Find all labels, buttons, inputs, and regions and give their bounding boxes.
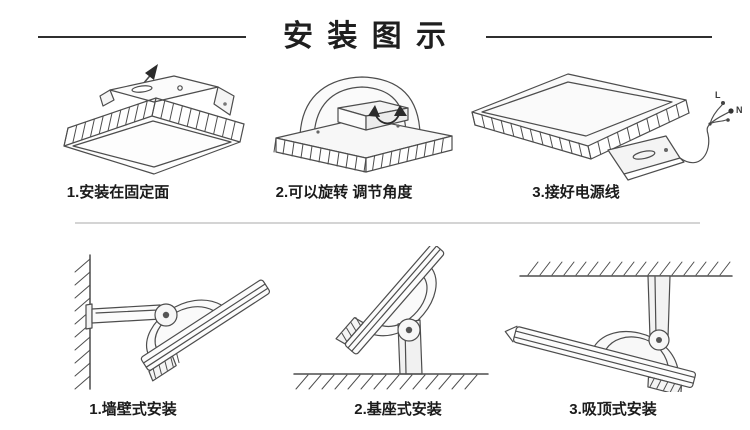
figure-caption: 2.基座式安装 — [354, 401, 442, 418]
figure-connect-power-cord: L N — [460, 60, 745, 182]
lens-face — [344, 246, 445, 355]
section-divider — [75, 222, 700, 224]
heatsink-band — [365, 135, 453, 173]
figure-caption: 3.吸顶式安装 — [569, 401, 657, 418]
figure-caption: 2.可以旋转 调节角度 — [275, 184, 413, 201]
ceiling-post — [647, 275, 671, 339]
ground-hatching — [295, 374, 478, 390]
page-title: 安 装 图 示 — [282, 20, 449, 53]
figure-caption: 1.安装在固定面 — [66, 184, 170, 201]
figure-ceiling-mount — [502, 250, 746, 392]
rotation-arrow-icon — [368, 105, 407, 125]
ceiling-hatching — [527, 261, 731, 276]
wall-hatching — [74, 258, 91, 390]
figure-wall-mount — [48, 247, 288, 397]
heatsink-fins — [273, 137, 358, 171]
lens-face — [471, 73, 687, 147]
pivot-joint — [154, 303, 178, 327]
wire-label-neutral: N — [736, 105, 743, 115]
pivot-joint — [397, 318, 421, 342]
mounting-plate — [99, 75, 235, 116]
heatsink-fins — [649, 377, 682, 392]
figure-rotate-adjust-angle — [262, 66, 464, 190]
heatsink-fins — [471, 111, 583, 157]
page-header: 安 装 图 示 — [0, 22, 750, 52]
floodlight-body — [140, 279, 271, 382]
heatsink-fins — [363, 137, 444, 173]
heatsink-fins — [152, 352, 180, 379]
heatsink-fins — [151, 97, 236, 140]
heatsink-fins — [587, 104, 680, 160]
floodlight-body — [335, 246, 445, 355]
title-rule-right — [486, 36, 712, 38]
figure-caption: 3.接好电源线 — [532, 184, 620, 201]
mounting-arm — [85, 303, 162, 330]
lens-face — [63, 115, 241, 175]
title-rule-left — [37, 36, 246, 38]
heatsink-fins — [63, 100, 148, 147]
pivot-joint — [648, 329, 670, 351]
floodlight-body — [504, 325, 697, 392]
wire-label-live: L — [715, 90, 721, 100]
heatsink-fins — [341, 317, 362, 343]
figure-base-mount — [286, 246, 498, 396]
figure-caption: 1.墙壁式安装 — [89, 401, 177, 418]
power-cord — [679, 101, 734, 164]
figure-install-fixed-surface — [40, 60, 252, 182]
